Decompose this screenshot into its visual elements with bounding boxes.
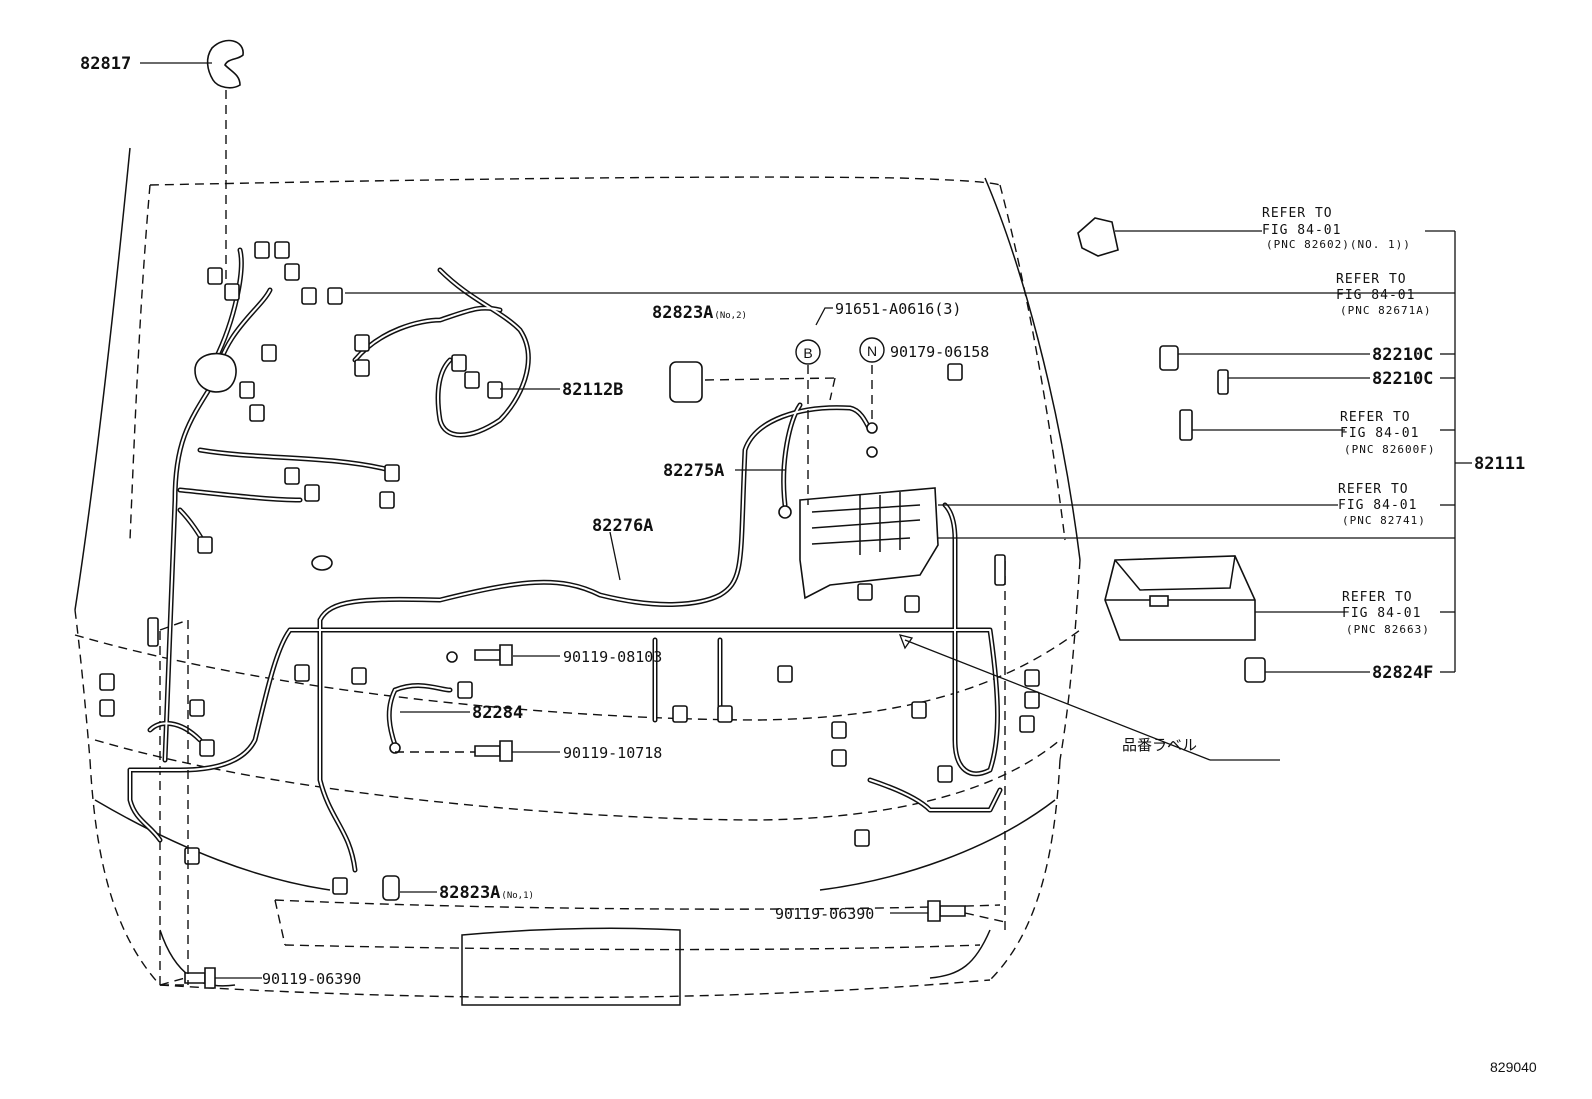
reference-pnc-82600f: REFER TO FIG 84-01 (PNC 82600F) — [1340, 410, 1435, 456]
reference-blocks: REFER TO FIG 84-01 (PNC 82602)(NO. 1)) R… — [1262, 206, 1435, 636]
callout-82823a-no2: 82823A(No,2) — [652, 303, 747, 323]
car-body-outline — [74, 147, 1081, 1006]
svg-text:FIG 84-01: FIG 84-01 — [1342, 606, 1421, 621]
svg-text:REFER TO: REFER TO — [1336, 272, 1407, 287]
callout-90119-10718: 90119-10718 — [563, 744, 662, 762]
callout-82210c-lower: 82210C — [1372, 369, 1433, 389]
svg-text:REFER TO: REFER TO — [1342, 590, 1413, 605]
callout-labels: 82817 82112B 82823A(No,2) 91651-A0616(3)… — [80, 54, 1525, 988]
small-parts — [184, 39, 1266, 989]
svg-text:(PNC 82602)(NO. 1)): (PNC 82602)(NO. 1)) — [1266, 238, 1411, 251]
svg-text:REFER TO: REFER TO — [1262, 206, 1333, 221]
callout-90179-06158: 90179-06158 — [890, 343, 989, 361]
svg-text:REFER TO: REFER TO — [1340, 410, 1411, 425]
callout-82210c-upper: 82210C — [1372, 345, 1433, 365]
callout-82112b: 82112B — [562, 380, 623, 400]
svg-text:FIG 84-01: FIG 84-01 — [1262, 223, 1341, 238]
callout-82284: 82284 — [472, 703, 523, 723]
reference-pnc-82663: REFER TO FIG 84-01 (PNC 82663) — [1342, 590, 1430, 636]
svg-text:(PNC 82671A): (PNC 82671A) — [1340, 304, 1431, 317]
figure-number: 829040 — [1490, 1059, 1537, 1075]
callout-90119-08103: 90119-08103 — [563, 648, 662, 666]
callout-82276a: 82276A — [592, 516, 653, 536]
svg-text:(PNC 82741): (PNC 82741) — [1342, 514, 1426, 527]
marker-n-label: N — [867, 343, 877, 359]
reference-pnc-82671a: REFER TO FIG 84-01 (PNC 82671A) — [1336, 272, 1431, 317]
reference-pnc-82741: REFER TO FIG 84-01 (PNC 82741) — [1338, 482, 1426, 527]
reference-pnc-82602: REFER TO FIG 84-01 (PNC 82602)(NO. 1)) — [1262, 206, 1411, 251]
relay-box — [1104, 555, 1256, 641]
svg-text:(PNC 82663): (PNC 82663) — [1346, 623, 1430, 636]
svg-text:FIG 84-01: FIG 84-01 — [1340, 426, 1419, 441]
callout-82824f: 82824F — [1372, 663, 1433, 683]
svg-text:FIG 84-01: FIG 84-01 — [1338, 498, 1417, 513]
callout-91651-a0616: 91651-A0616(3) — [835, 300, 961, 318]
svg-text:(PNC 82600F): (PNC 82600F) — [1344, 443, 1435, 456]
callout-82823a-no1: 82823A(No,1) — [439, 883, 534, 903]
callout-82275a: 82275A — [663, 461, 724, 481]
relay-block — [799, 487, 939, 600]
marker-b-label: B — [803, 345, 812, 361]
callout-90119-06390-left: 90119-06390 — [262, 970, 361, 988]
svg-text:REFER TO: REFER TO — [1338, 482, 1409, 497]
callout-90119-06390-right: 90119-06390 — [775, 905, 874, 923]
marker-n: N — [859, 337, 885, 363]
callout-82817: 82817 — [80, 54, 131, 74]
callout-82111: 82111 — [1474, 454, 1525, 474]
callout-leaders — [140, 62, 1472, 986]
part-number-label-note: 品番ラベル — [1122, 736, 1197, 754]
svg-text:FIG 84-01: FIG 84-01 — [1336, 288, 1415, 303]
marker-b: B — [795, 339, 821, 365]
